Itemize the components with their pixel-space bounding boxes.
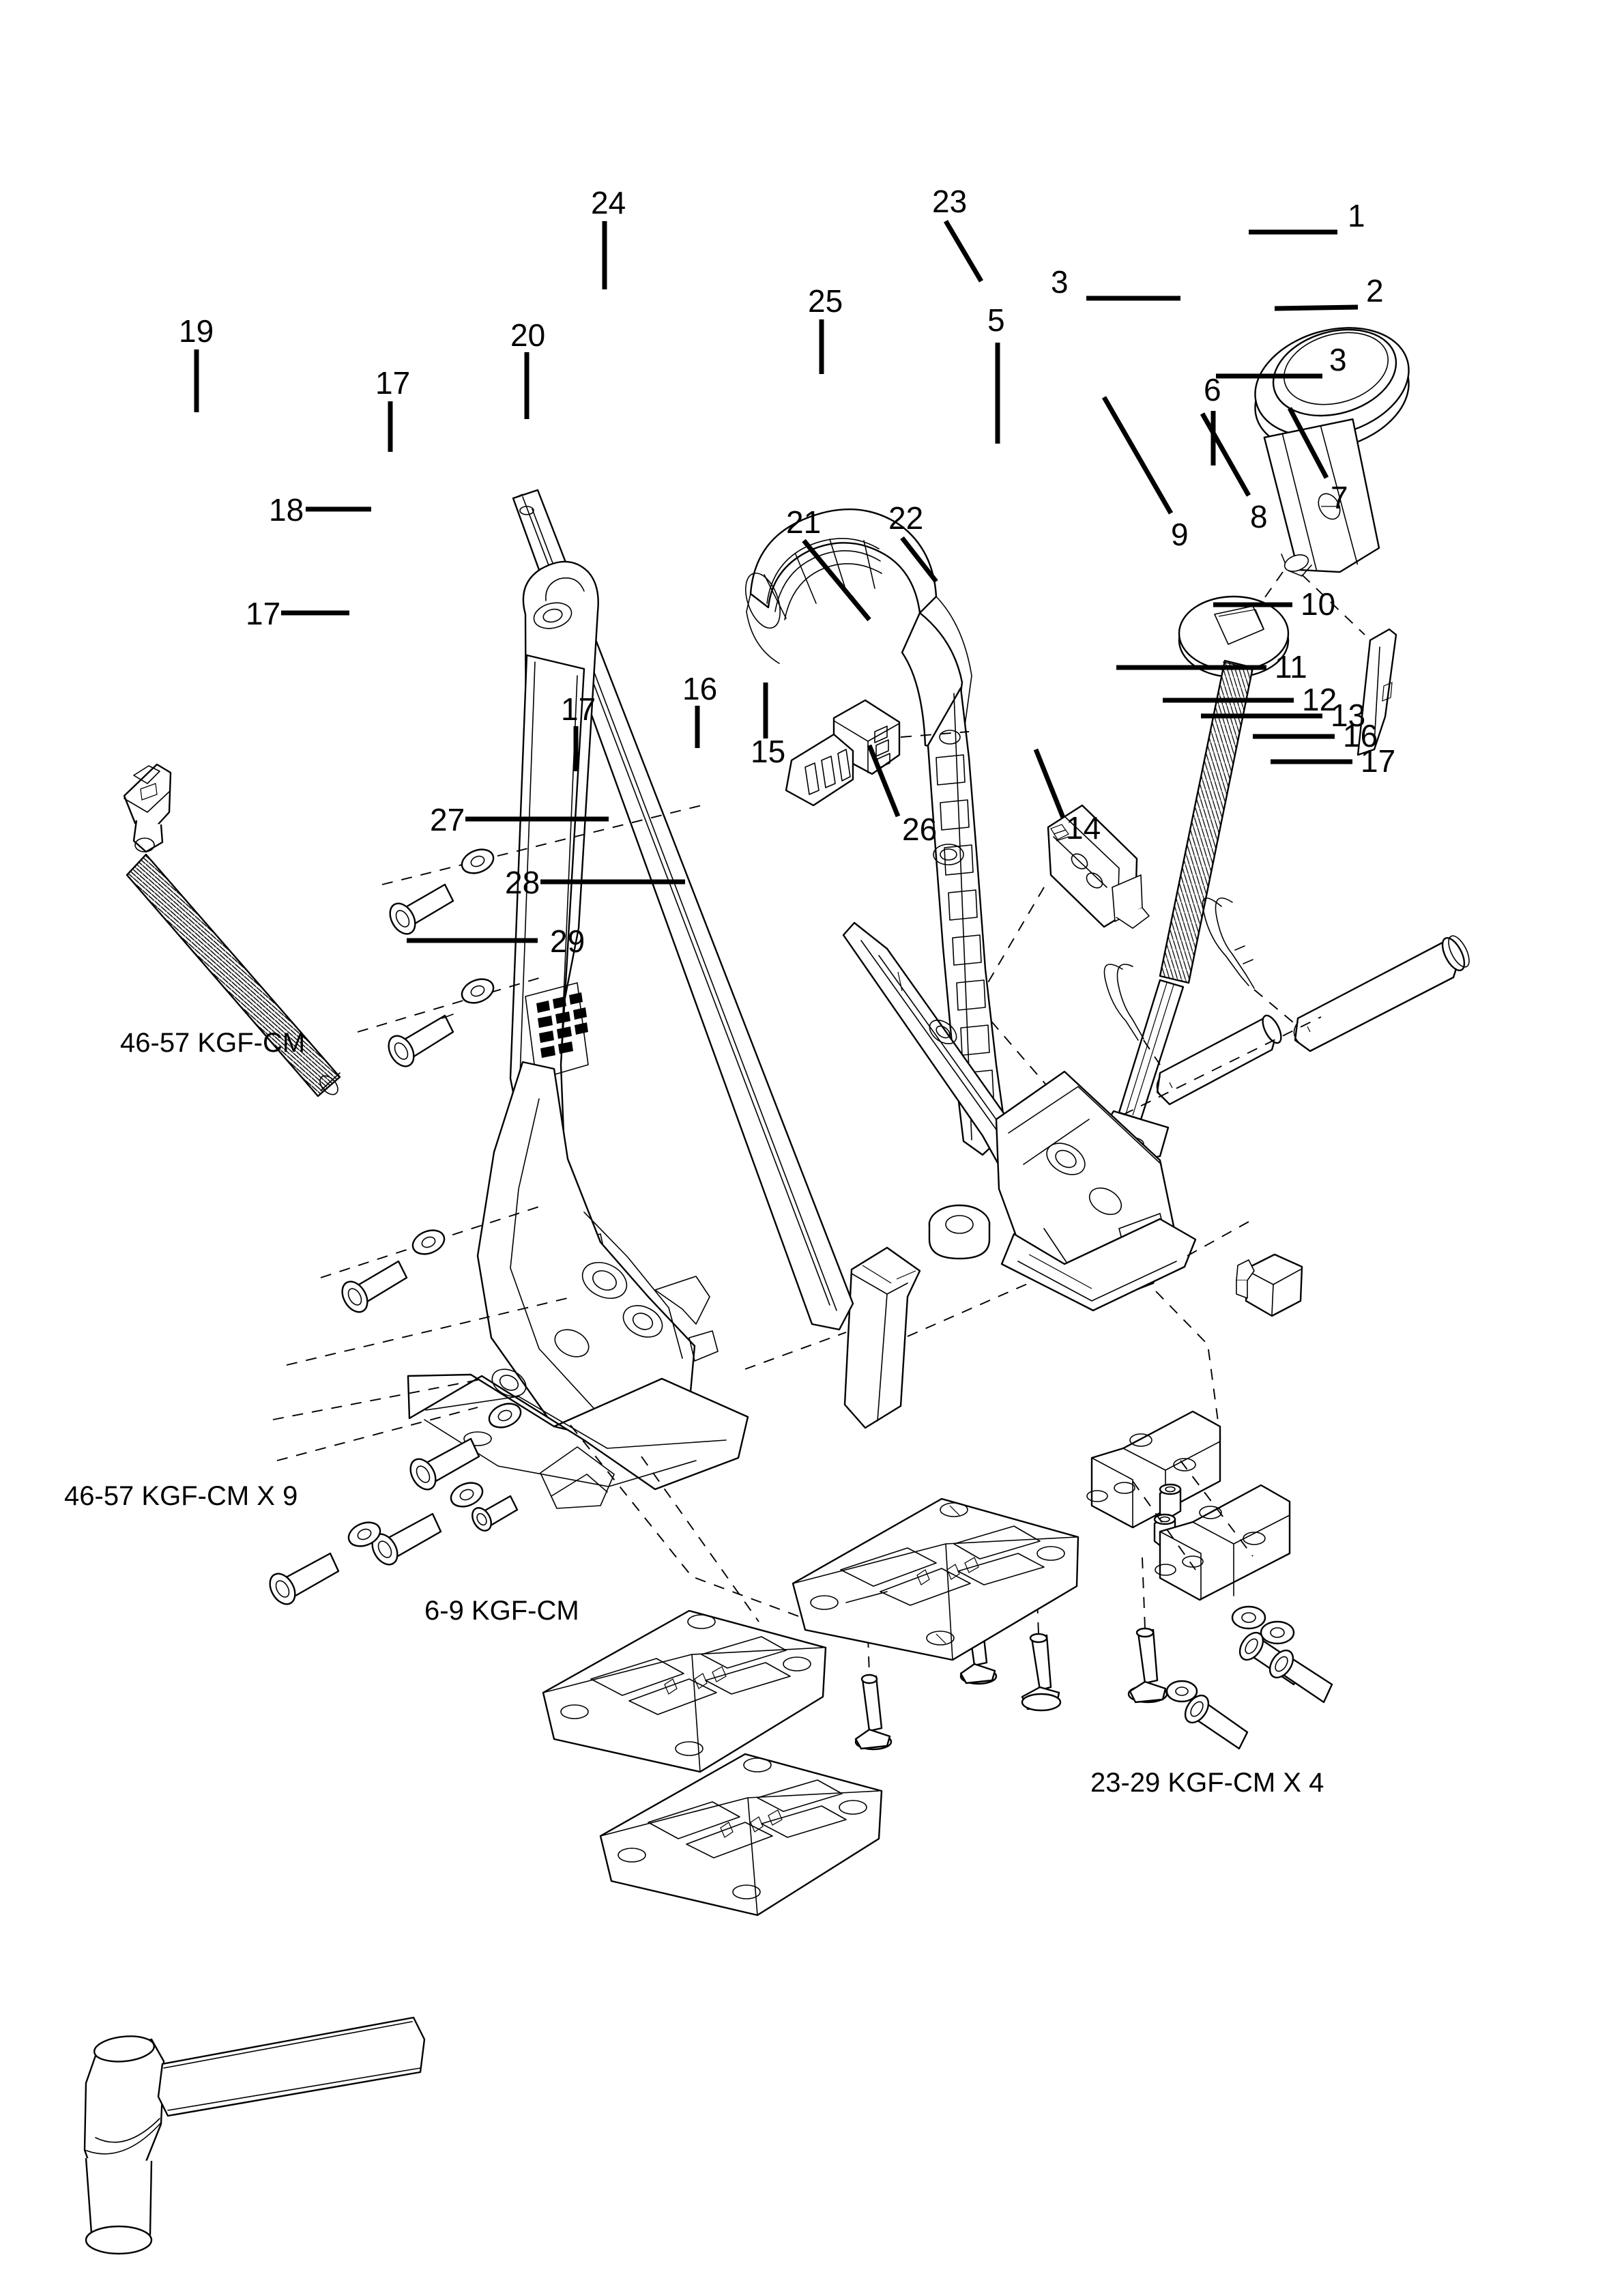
assembly-dash [276, 1407, 478, 1461]
part-29-mallet [83, 2016, 426, 2255]
callout-22: 22 [888, 500, 924, 536]
assembly-dash [570, 1424, 799, 1617]
part-19-spring-hook-assembly [123, 763, 341, 1097]
callout-17-right: 17 [1361, 743, 1396, 779]
part-16-flat-washer-a [461, 848, 495, 874]
part-14-flat-head-screw-b [1127, 1627, 1168, 1704]
torque-spec-18: 46-57 KGF-CM [120, 1028, 306, 1058]
callout-25: 25 [808, 283, 843, 319]
callout-11: 11 [1275, 649, 1307, 685]
callout-14: 14 [1066, 810, 1101, 846]
part-15-set-screw [472, 1495, 519, 1532]
part-17-socket-cap-screw-c2 [371, 1512, 442, 1566]
callout-13: 13 [1331, 698, 1366, 733]
assembly-dash [1155, 1291, 1222, 1448]
part-14-flat-head-screw-a [1021, 1633, 1062, 1712]
part-17-socket-cap-screw-b [341, 1260, 408, 1313]
assembly-dash [272, 1378, 485, 1420]
part-6-cotter-pin [1202, 898, 1255, 989]
part-16-flat-washer-c3 [347, 1521, 381, 1547]
callout-26: 26 [902, 812, 938, 847]
torque-spec-15: 6-9 KGF-CM [424, 1596, 579, 1626]
part-2-latch-lever [1357, 628, 1397, 756]
part-7-long-pin [1293, 935, 1470, 1052]
part-17-socket-cap-screw-right-b [1268, 1649, 1333, 1704]
assembly-dash [744, 1332, 847, 1370]
part-25-trigger-block [785, 699, 901, 807]
part-16-flat-washer-c1 [488, 1403, 522, 1429]
part-12-spacer-bushing [1159, 1483, 1182, 1521]
part-17-socket-cap-screw-c3 [269, 1552, 340, 1605]
torque-spec-14: 23-29 KGF-CM X 4 [1090, 1768, 1324, 1798]
callout-21: 21 [786, 504, 822, 540]
callout-10: 10 [1301, 586, 1336, 622]
callout-12: 12 [1302, 682, 1337, 717]
callout-5: 5 [987, 302, 1005, 338]
part-16-flat-washer-b [411, 1229, 446, 1255]
main-frame-housing [842, 687, 1197, 1312]
assembly-dash [1187, 1221, 1249, 1257]
callout-6: 6 [1204, 372, 1221, 407]
assembly-dash [907, 1282, 1030, 1337]
part-26-base-shoe-plate [792, 1497, 1079, 1661]
part-16-flat-washer-right-a [1231, 1605, 1266, 1630]
assembly-dash [1301, 574, 1365, 635]
assembly-dash [641, 1456, 759, 1622]
part-27-base-shoe-plate-1 [542, 1609, 827, 1773]
part-17-socket-cap-screw-c1 [409, 1437, 480, 1491]
callout-24: 24 [591, 185, 626, 220]
assembly-dash [381, 805, 702, 885]
dewalt-logo-plate [525, 982, 589, 1080]
callout-18: 18 [269, 492, 304, 528]
part-3-threaded-rod-assembly [1090, 595, 1290, 1172]
part-8-short-pin [1156, 1014, 1282, 1106]
part-13-bracket-plate-lower [1155, 1484, 1291, 1601]
part-28-base-shoe-plate-2 [599, 1753, 883, 1917]
part-16-flat-washer-upper [461, 978, 495, 1004]
part-16-flat-washer-right-b [1260, 1620, 1295, 1645]
part-16-flat-washer-c2 [450, 1482, 484, 1508]
callout-28: 28 [505, 865, 540, 900]
part-16-flat-washer-right-c [1165, 1680, 1198, 1703]
callout-29: 29 [550, 923, 585, 959]
callout-3-rod: 3 [1329, 342, 1347, 377]
assembly-dash [357, 975, 547, 1033]
callout-19: 19 [179, 313, 214, 349]
callout-23: 23 [932, 184, 968, 219]
torque-spec-17: 46-57 KGF-CM X 9 [64, 1481, 298, 1511]
part-20-drive-arm [407, 560, 749, 1509]
callout-16-left: 16 [682, 671, 718, 706]
assembly-dash [1143, 1039, 1161, 1065]
part-22-roller-bushing [928, 1204, 991, 1260]
callout-8: 8 [1250, 499, 1268, 534]
callout-2: 2 [1366, 273, 1384, 308]
callout-15: 15 [751, 734, 786, 769]
callout-17-midleft: 17 [246, 596, 281, 631]
callout-20: 20 [510, 317, 546, 353]
part-17-socket-cap-screw-a [389, 883, 454, 935]
part-21-channel-guide [843, 1246, 921, 1429]
callout-7: 7 [1331, 480, 1348, 515]
callout-16-right: 16 [1343, 718, 1378, 754]
callout-27: 27 [430, 802, 465, 837]
part-6-cotter-pin-secondary [1103, 964, 1144, 1041]
callout-3-upper: 3 [1051, 264, 1069, 300]
part-14-flat-head-screw-d [854, 1674, 893, 1751]
part-10-end-cap [1236, 1253, 1303, 1317]
callout-17-lowerleft: 17 [561, 691, 596, 727]
callout-1: 1 [1348, 198, 1365, 233]
part-5-slide-block [1047, 804, 1150, 929]
part-17-socket-cap-screw-right-c [1184, 1694, 1249, 1750]
part-18-socket-cap-screw [388, 1014, 454, 1067]
callout-9: 9 [1171, 517, 1189, 552]
assembly-dash [1105, 1016, 1322, 1124]
assembly-dash [286, 1296, 574, 1366]
assembly-dash [1180, 1460, 1253, 1557]
callout-17-topleft: 17 [375, 365, 411, 401]
